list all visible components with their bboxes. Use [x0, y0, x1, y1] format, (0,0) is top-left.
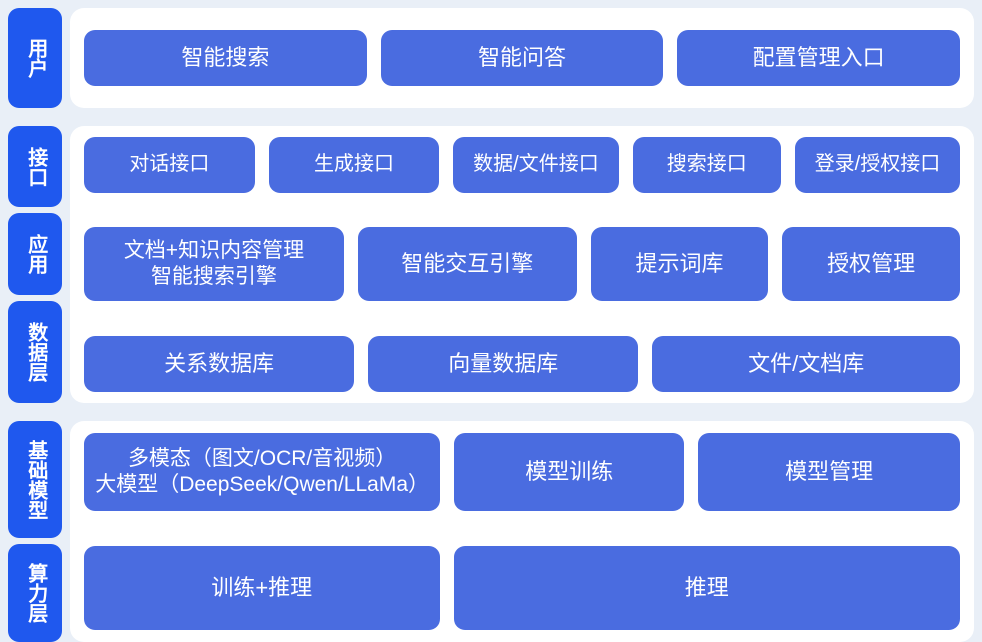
- cell-vector-database[interactable]: 向量数据库: [368, 335, 639, 392]
- rail-tab-user[interactable]: 用户: [8, 8, 62, 108]
- cell-login-auth-interface[interactable]: 登录/授权接口: [794, 136, 960, 193]
- cell-smart-qa[interactable]: 智能问答: [380, 29, 664, 86]
- band-middle: 接口 应用 数据层 对话接口 生成接口 数据/文件接口 搜索接口 登录/授权接口…: [8, 125, 974, 403]
- cell-model-training[interactable]: 模型训练: [454, 432, 685, 511]
- cell-inference[interactable]: 推理: [453, 546, 960, 631]
- rail-lower: 基础模型 算力层: [8, 420, 62, 642]
- cell-model-management[interactable]: 模型管理: [698, 432, 961, 511]
- rail-tab-interface[interactable]: 接口: [8, 125, 62, 208]
- cell-relational-database[interactable]: 关系数据库: [84, 335, 355, 392]
- row-user-entries: 智能搜索 智能问答 配置管理入口: [84, 29, 961, 86]
- cell-file-document-store[interactable]: 文件/文档库: [652, 335, 960, 392]
- rail-user: 用户: [8, 8, 62, 108]
- row-compute: 训练+推理 推理: [84, 546, 960, 631]
- cell-search-interface[interactable]: 搜索接口: [632, 136, 781, 193]
- rail-tab-application[interactable]: 应用: [8, 213, 62, 296]
- row-applications: 文档+知识内容管理 智能搜索引擎 智能交互引擎 提示词库 授权管理: [84, 227, 960, 302]
- cell-generation-interface[interactable]: 生成接口: [268, 136, 440, 193]
- cell-prompt-library[interactable]: 提示词库: [590, 227, 769, 302]
- cell-training-and-inference[interactable]: 训练+推理: [84, 546, 440, 631]
- row-data-stores: 关系数据库 向量数据库 文件/文档库: [84, 335, 960, 392]
- rail-middle: 接口 应用 数据层: [8, 125, 62, 403]
- cell-dialog-interface[interactable]: 对话接口: [84, 136, 255, 193]
- rail-tab-foundation-model[interactable]: 基础模型: [8, 420, 62, 539]
- cell-config-management-entry[interactable]: 配置管理入口: [677, 29, 961, 86]
- band-user: 用户 智能搜索 智能问答 配置管理入口: [8, 8, 974, 108]
- cell-doc-knowledge-management[interactable]: 文档+知识内容管理 智能搜索引擎: [84, 227, 344, 302]
- rail-tab-data-layer[interactable]: 数据层: [8, 301, 62, 403]
- row-interfaces: 对话接口 生成接口 数据/文件接口 搜索接口 登录/授权接口: [84, 136, 960, 193]
- panel-middle: 对话接口 生成接口 数据/文件接口 搜索接口 登录/授权接口 文档+知识内容管理…: [70, 125, 974, 403]
- rail-tab-compute-layer[interactable]: 算力层: [8, 544, 62, 642]
- row-models: 多模态（图文/OCR/音视频） 大模型（DeepSeek/Qwen/LLaMa）…: [84, 432, 961, 511]
- cell-smart-search[interactable]: 智能搜索: [84, 29, 367, 86]
- cell-smart-interaction-engine[interactable]: 智能交互引擎: [357, 227, 577, 302]
- panel-user: 智能搜索 智能问答 配置管理入口: [70, 8, 974, 108]
- cell-authorization-management[interactable]: 授权管理: [782, 227, 960, 302]
- band-lower: 基础模型 算力层 多模态（图文/OCR/音视频） 大模型（DeepSeek/Qw…: [8, 420, 974, 642]
- cell-multimodal-large-model[interactable]: 多模态（图文/OCR/音视频） 大模型（DeepSeek/Qwen/LLaMa）: [84, 432, 441, 511]
- cell-data-file-interface[interactable]: 数据/文件接口: [453, 136, 619, 193]
- panel-lower: 多模态（图文/OCR/音视频） 大模型（DeepSeek/Qwen/LLaMa）…: [70, 420, 974, 642]
